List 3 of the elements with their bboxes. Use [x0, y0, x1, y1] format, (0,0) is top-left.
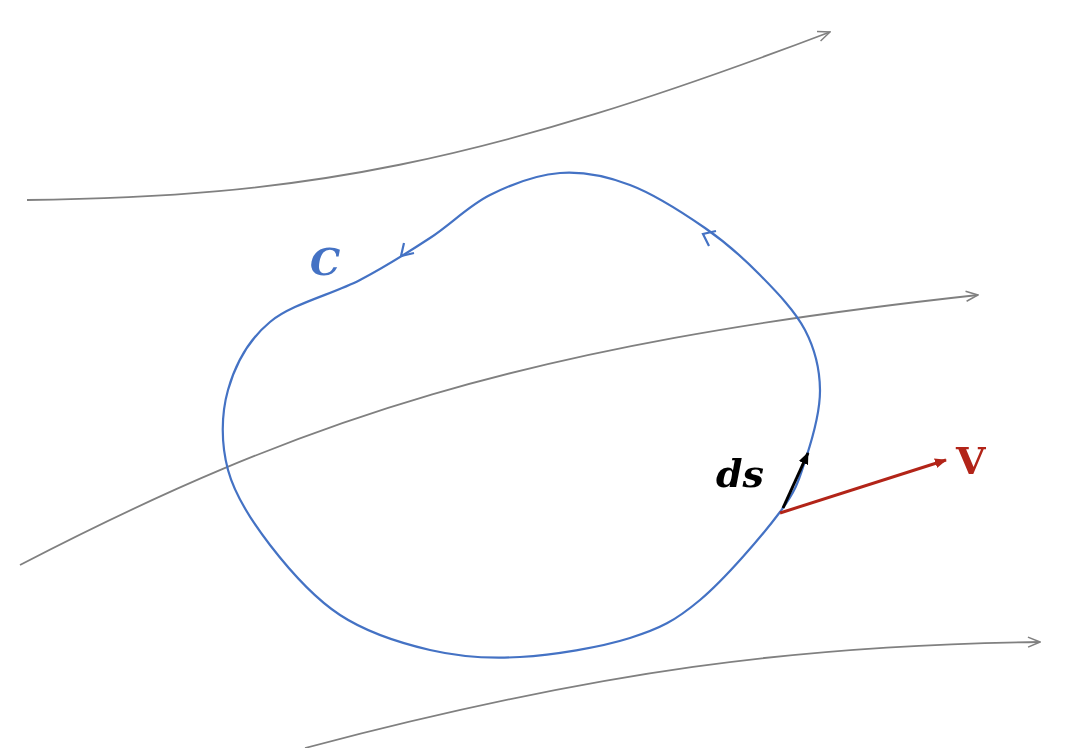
vector-label: V: [956, 442, 986, 480]
vector-label: ds: [716, 455, 764, 493]
curve-label: C: [310, 243, 341, 281]
